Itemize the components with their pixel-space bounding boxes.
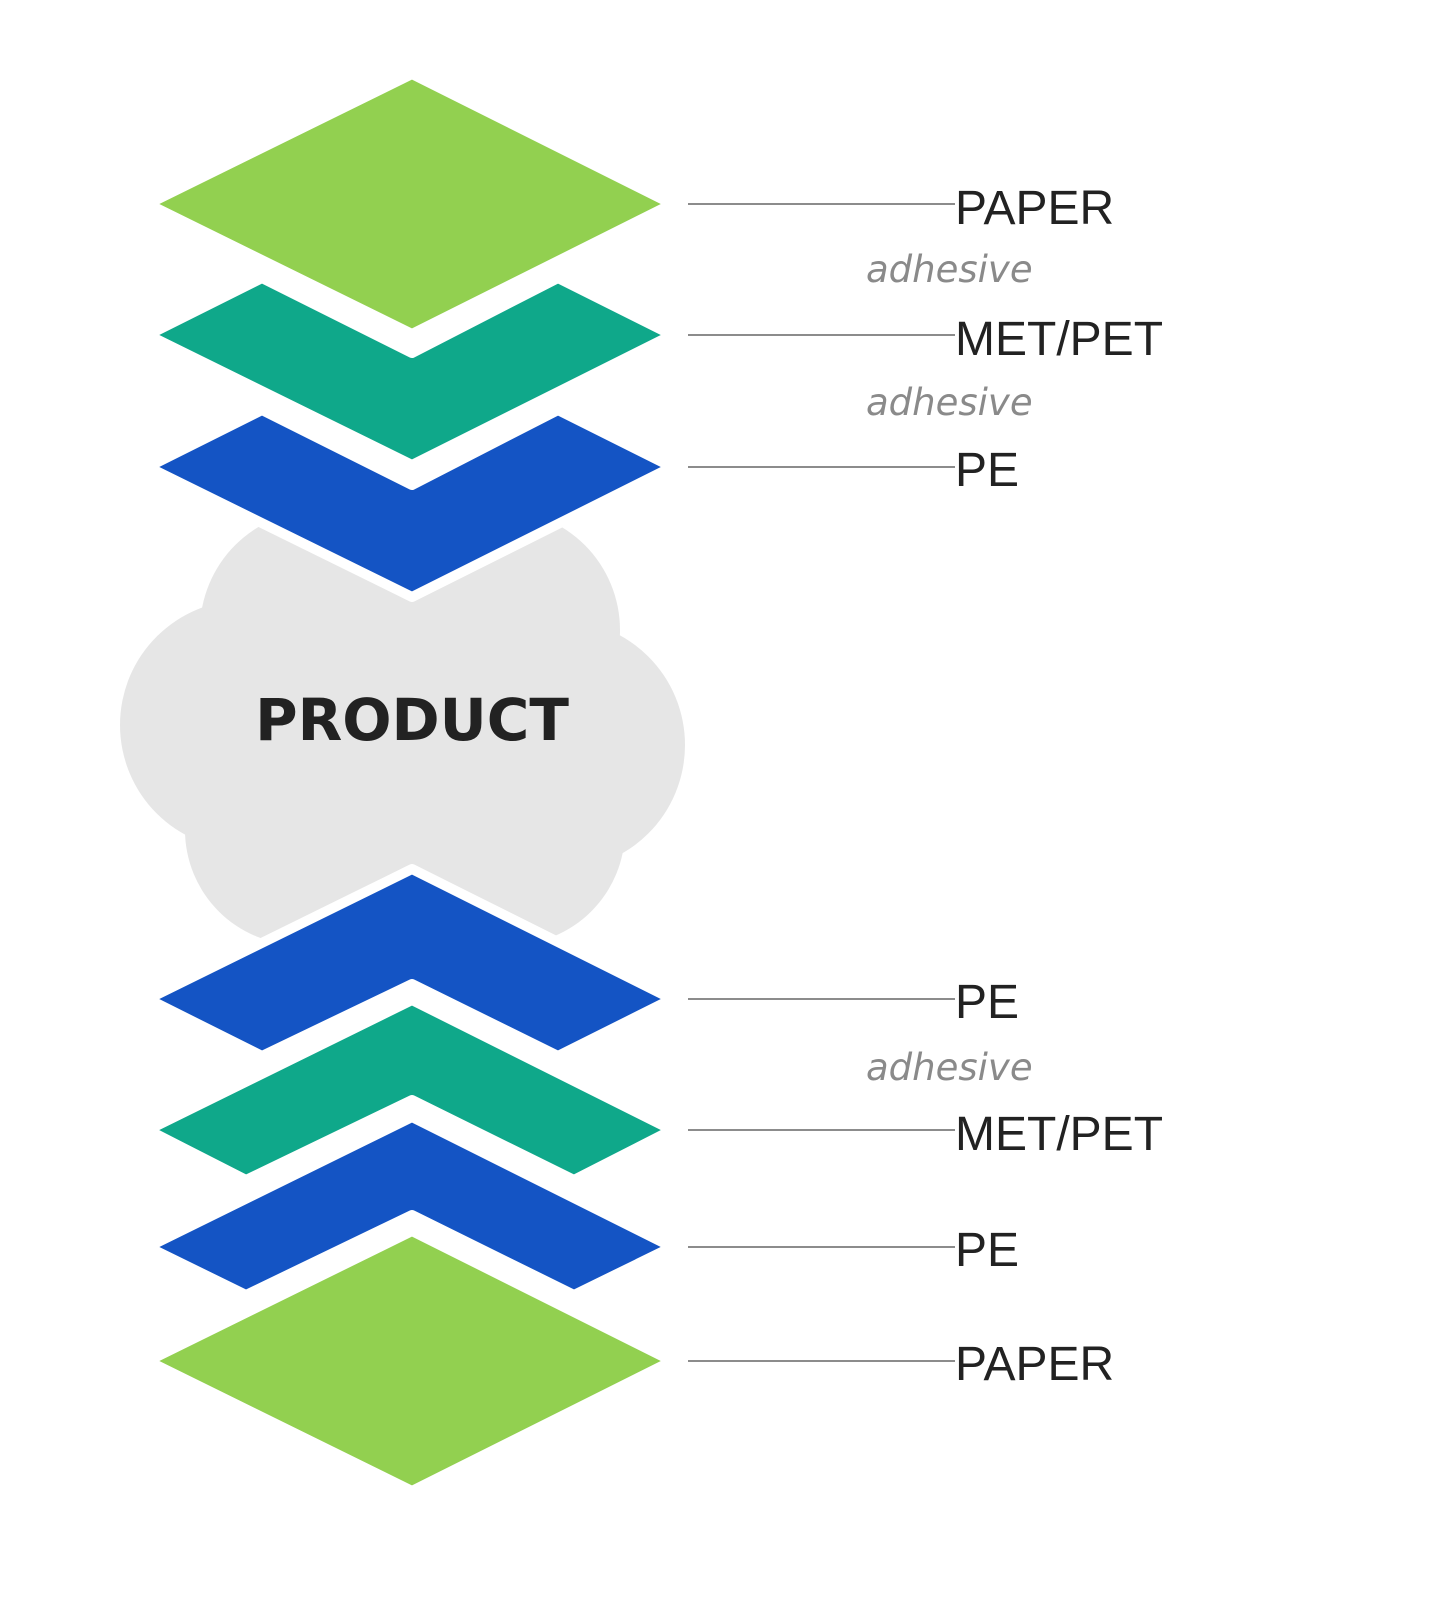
layer-label-top-paper: PAPER (955, 182, 1114, 235)
adhesive-label: adhesive (866, 381, 1033, 424)
layer-label-bottom-pe-upper: PE (955, 976, 1019, 1029)
layer-label-top-met-pet: MET/PET (955, 313, 1163, 366)
top-stack: PAPER adhesive MET/PET adhesive PE (143, 69, 1163, 602)
layer-label-bottom-met-pet: MET/PET (955, 1108, 1163, 1161)
layer-label-bottom-pe-lower: PE (955, 1224, 1019, 1277)
adhesive-label: adhesive (866, 1046, 1033, 1089)
layer-label-bottom-paper: PAPER (955, 1338, 1114, 1391)
top-layer-pe (143, 405, 677, 602)
product-label: PRODUCT (255, 686, 569, 754)
bottom-layer-paper (143, 1226, 677, 1496)
bottom-layer-met-pet (143, 995, 677, 1185)
adhesive-label: adhesive (866, 248, 1033, 291)
layer-label-top-pe: PE (955, 444, 1019, 497)
top-layer-paper (143, 69, 677, 339)
bottom-layer-pe-upper (143, 864, 677, 1061)
bottom-layer-pe-lower (143, 1112, 677, 1300)
bottom-stack: PE adhesive MET/PET PE PAPER (143, 864, 1163, 1496)
top-layer-met-pet (143, 273, 677, 470)
